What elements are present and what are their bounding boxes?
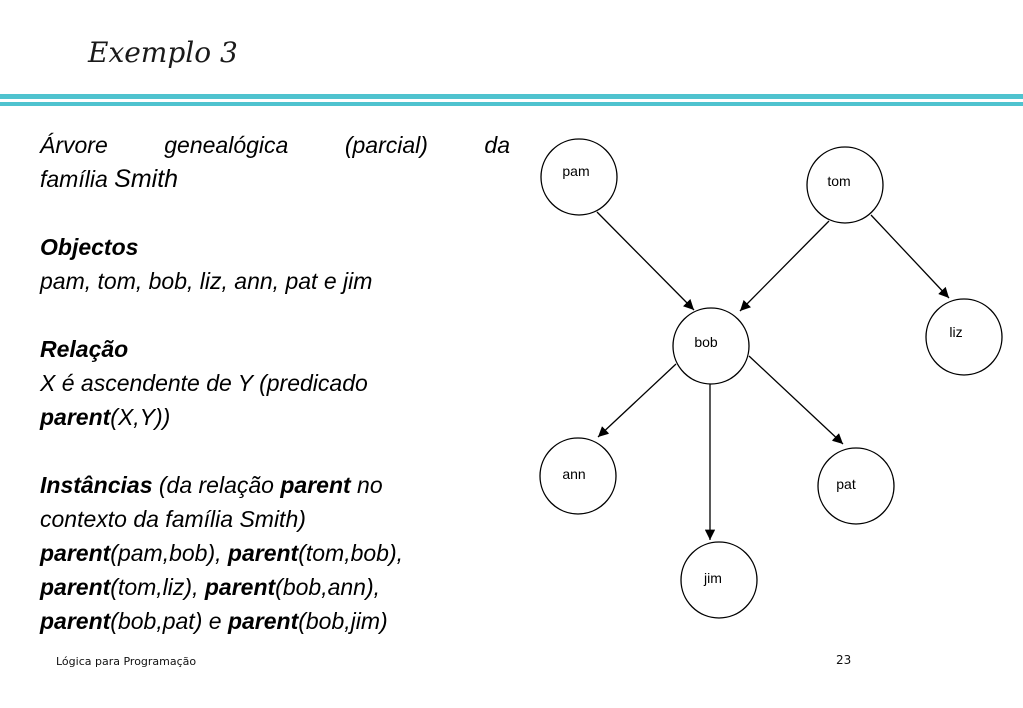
fact-pred: parent	[40, 574, 111, 600]
objects-heading-text: Objectos	[40, 234, 139, 260]
relation-heading: Relação	[40, 332, 510, 366]
edge-bob-pat	[748, 355, 844, 445]
fact-pred: parent	[227, 540, 299, 566]
objects-list: pam, tom, bob, liz, ann, pat e jim	[40, 268, 373, 294]
header-rule-top	[0, 94, 1023, 99]
intro-line-2: família Smith	[40, 162, 510, 196]
fact-args: (tom,liz),	[110, 574, 205, 600]
instances-predicate: parent	[280, 472, 351, 498]
slide-text: Árvore genealógica (parcial) da família …	[40, 128, 510, 638]
slide-title: Exemplo 3	[88, 36, 238, 69]
fact-args: (tom,bob),	[298, 540, 404, 566]
instances-end: no	[350, 472, 383, 498]
intro-line-1: Árvore genealógica (parcial) da	[40, 132, 510, 158]
relation-predicate-line: parent(X,Y))	[40, 400, 510, 434]
facts-line-1: parent(pam,bob), parent(tom,bob),	[40, 536, 510, 570]
node-ann: ann	[539, 437, 617, 515]
node-bob: bob	[672, 307, 750, 385]
edge-pam-bob	[596, 211, 695, 311]
fact-pred: parent	[227, 608, 299, 634]
node-pam: pam	[540, 138, 618, 216]
node-liz-label: liz	[949, 324, 962, 340]
objects-heading: Objectos	[40, 230, 510, 264]
fact-args: (bob,pat) e	[110, 608, 228, 634]
node-pam-label: pam	[562, 163, 589, 179]
node-pat: pat	[817, 447, 895, 525]
fact-args: (pam,bob),	[110, 540, 228, 566]
header-rule-bottom	[0, 102, 1023, 106]
node-jim-label: jim	[703, 570, 722, 586]
fact-args: (bob,ann),	[275, 574, 381, 600]
edge-tom-bob	[739, 220, 830, 312]
footer-course: Lógica para Programação	[56, 655, 197, 668]
node-pat-label: pat	[836, 476, 856, 492]
fact-args: (bob,jim)	[298, 608, 388, 634]
relation-args: (X,Y))	[110, 404, 171, 430]
relation-heading-text: Relação	[40, 336, 129, 362]
instances-heading: Instâncias	[40, 472, 153, 498]
relation-text: X é ascendente de Y (predicado	[40, 370, 368, 396]
fact-pred: parent	[204, 574, 276, 600]
edge-tom-liz	[870, 214, 950, 299]
node-ann-label: ann	[562, 466, 585, 482]
instances-heading-line: Instâncias (da relação parent no	[40, 468, 510, 502]
edge-bob-ann	[597, 363, 677, 438]
family-name: Smith	[114, 165, 179, 193]
footer-page-number: 23	[836, 653, 852, 667]
instances-context: contexto da família Smith)	[40, 506, 306, 532]
intro-line-2-text: família	[40, 166, 115, 192]
facts-line-2: parent(tom,liz), parent(bob,ann),	[40, 570, 510, 604]
node-liz: liz	[925, 298, 1003, 376]
facts-line-3: parent(bob,pat) e parent(bob,jim)	[40, 604, 510, 638]
node-tom-label: tom	[827, 173, 850, 189]
fact-pred: parent	[40, 608, 111, 634]
node-tom: tom	[806, 146, 884, 224]
instances-mid: (da relação	[152, 472, 281, 498]
node-bob-label: bob	[694, 334, 718, 350]
relation-predicate: parent	[40, 404, 111, 430]
node-jim: jim	[680, 541, 758, 619]
fact-pred: parent	[40, 540, 111, 566]
